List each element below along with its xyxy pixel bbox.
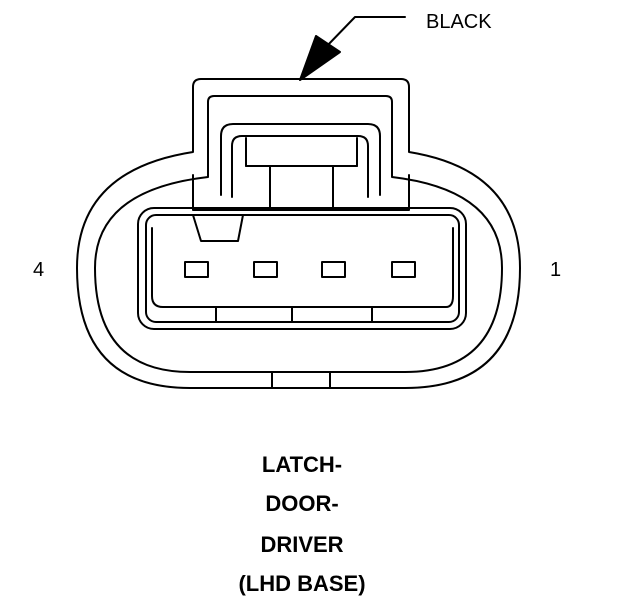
pin-terminal-4 [184,261,209,278]
bottom-key-notch [271,371,331,389]
pin-1-label: 1 [550,259,562,281]
pin-terminal-2 [321,261,346,278]
pin-4-label: 4 [33,259,45,281]
caption-line-3: DRIVER [260,532,344,557]
connector-inner-housing [94,95,503,373]
pin-terminal-1 [391,261,416,278]
terminal-cavity [137,207,467,330]
caption-line-1: LATCH- [261,452,343,477]
locking-latch [192,123,410,211]
caption-line-4: (LHD BASE) [238,571,366,596]
connector-outer-housing [76,78,521,389]
connector-color-label: BLACK [426,11,492,33]
caption-line-2: DOOR- [265,491,339,516]
pin-terminal-3 [253,261,278,278]
leader-arrowhead [299,35,341,81]
color-leader-line [324,16,406,49]
